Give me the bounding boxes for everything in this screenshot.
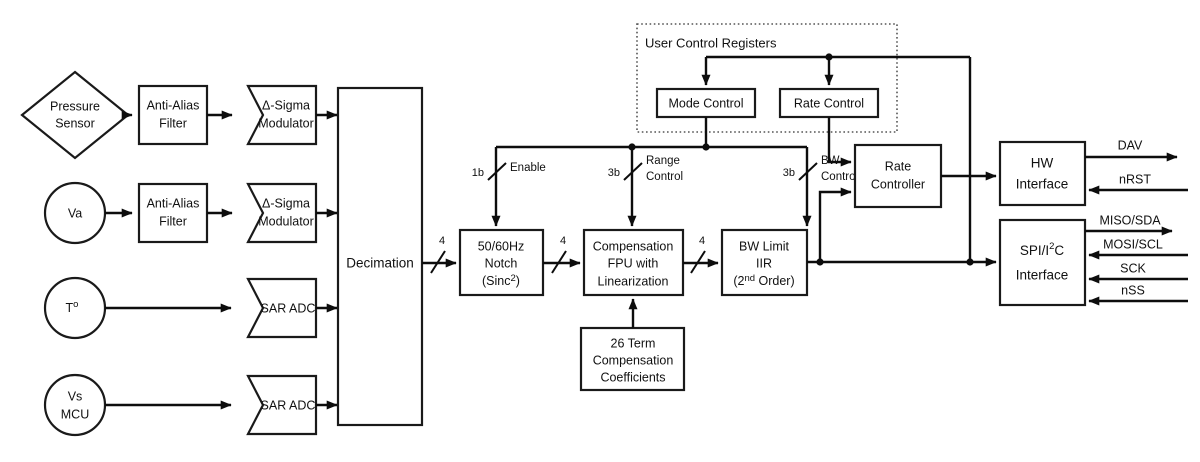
temperature-source-label: To: [66, 299, 79, 316]
bus-slash-enable: [487, 162, 507, 181]
delta-sigma-modulator-2-label-line1: Δ-Sigma: [262, 196, 310, 210]
bus-slash-range: [623, 162, 643, 181]
signal-label-mosi-scl: MOSI/SCL: [1103, 237, 1163, 251]
signal-label-nrst: nRST: [1119, 172, 1151, 186]
rate-control-block: [778, 87, 880, 119]
anti-alias-filter-2-block: [137, 182, 209, 244]
spi-i2c-interface-label-line1: SPI/I2C: [1020, 241, 1065, 258]
compensation-coefficients-label-line3: Coefficients: [600, 370, 665, 384]
compensation-coefficients-label-line2: Compensation: [593, 353, 674, 367]
anti-alias-filter-1-label-line2: Filter: [159, 116, 187, 130]
bw-limit-iir-label-line3: (2nd Order): [733, 273, 794, 289]
signal-label-miso-sda: MISO/SDA: [1099, 213, 1161, 227]
rate-controller-label-line2: Controller: [871, 177, 925, 191]
hw-interface-label-line2: Interface: [1016, 177, 1069, 192]
compensation-coefficients-block: [579, 326, 686, 392]
bus-width-fpu-out: 4: [699, 235, 705, 247]
notch-filter-label-line3: (Sinc2): [482, 273, 520, 289]
bus-width-range: 3b: [608, 167, 620, 179]
anti-alias-filter-1-block: [137, 84, 209, 146]
sar-adc-1-block: [246, 277, 318, 339]
bus-width-bw: 3b: [783, 167, 795, 179]
delta-sigma-modulator-2-block: [246, 182, 318, 244]
signal-label-dav: DAV: [1118, 138, 1143, 152]
rate-controller-block: [853, 143, 943, 209]
notch-filter-block: [458, 228, 545, 297]
bus-slash-fpu-out: [690, 250, 706, 274]
sar-adc-2-label: SAR ADC: [261, 398, 316, 412]
signal-label-sck: SCK: [1120, 261, 1146, 275]
bw-control-label-line2: Control: [821, 171, 858, 183]
compensation-fpu-label-line2: FPU with: [608, 256, 659, 270]
compensation-fpu-label-line3: Linearization: [598, 274, 669, 288]
range-control-label-line1: Range: [646, 155, 680, 167]
bus-slash-notch-out: [551, 250, 567, 274]
spi-i2c-interface-label-line2: Interface: [1016, 268, 1069, 283]
enable-control-label: Enable: [510, 162, 546, 174]
notch-filter-label-line2: Notch: [485, 256, 518, 270]
va-source-label: Va: [68, 206, 82, 220]
rate-controller-label-line1: Rate: [885, 159, 911, 173]
hw-interface-label-line1: HW: [1031, 156, 1054, 171]
decimation-label: Decimation: [346, 256, 414, 271]
junction-dot-ratecontroller-tap: [816, 258, 824, 266]
bw-limit-iir-label-line2: IIR: [756, 256, 772, 270]
anti-alias-filter-2-label-line1: Anti-Alias: [147, 196, 200, 210]
wire-rate-control-to-rate-controller: [827, 117, 852, 167]
user-control-registers-group: [636, 23, 898, 133]
sar-adc-1-label: SAR ADC: [261, 301, 316, 315]
range-control-label-line2: Control: [646, 171, 683, 183]
bus-slash-bw: [798, 162, 818, 181]
delta-sigma-modulator-1-label-line2: Modulator: [258, 116, 314, 130]
mode-control-label: Mode Control: [668, 96, 743, 110]
pressure-sensor-label-line1: Pressure: [50, 99, 100, 113]
vs-mcu-source-label-line2: MCU: [61, 407, 89, 421]
hw-interface-block: [998, 140, 1087, 207]
rate-control-label: Rate Control: [794, 96, 864, 110]
bw-limit-iir-label-line1: BW Limit: [739, 239, 790, 253]
vs-mcu-source-shape: [43, 373, 107, 437]
delta-sigma-modulator-1-label-line1: Δ-Sigma: [262, 98, 310, 112]
junction-dot-registers-bus: [825, 53, 833, 61]
junction-dot-mode-control-bus: [702, 143, 710, 151]
user-control-registers-label: User Control Registers: [645, 35, 777, 50]
wire-databus-to-rate-controller: [818, 187, 852, 262]
compensation-coefficients-label-line1: 26 Term: [611, 336, 656, 350]
notch-filter-label-line1: 50/60Hz: [478, 239, 525, 253]
pressure-sensor-shape: [20, 70, 130, 160]
anti-alias-filter-2-label-line2: Filter: [159, 214, 187, 228]
anti-alias-filter-1-label-line1: Anti-Alias: [147, 98, 200, 112]
bus-slash-decimation-out: [430, 250, 446, 274]
spi-i2c-interface-block: [998, 218, 1087, 307]
delta-sigma-modulator-2-label-line2: Modulator: [258, 214, 314, 228]
bus-width-notch-out: 4: [560, 235, 566, 247]
sar-adc-2-block: [246, 374, 318, 436]
signal-label-nss: nSS: [1121, 283, 1145, 297]
decimation-block: [336, 86, 424, 427]
bus-width-decimation-out: 4: [439, 235, 445, 247]
vs-mcu-source-label-line1: Vs: [68, 389, 83, 403]
compensation-fpu-label-line1: Compensation: [593, 239, 674, 253]
compensation-fpu-block: [582, 228, 685, 297]
delta-sigma-modulator-1-block: [246, 84, 318, 146]
bus-width-enable: 1b: [472, 167, 484, 179]
pressure-sensor-label-line2: Sensor: [55, 116, 95, 130]
